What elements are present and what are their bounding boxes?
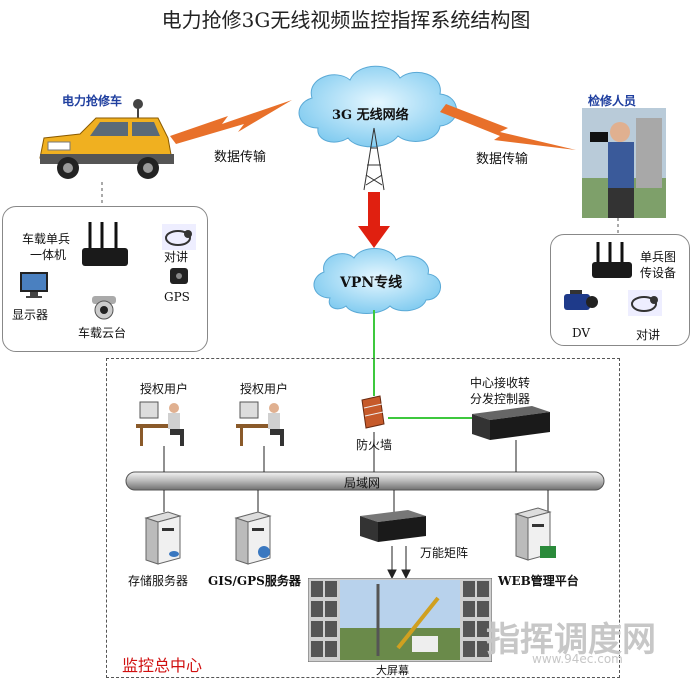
watermark-text: 指挥调度网 [486,620,656,660]
ptz-camera-icon [92,296,116,320]
firewall-label: 防火墙 [356,438,393,452]
inspector-label: 检修人员 [588,94,637,108]
matrix-to-screen-arrows [387,546,411,580]
data-transfer-left-label: 数据传输 [214,150,267,165]
single-unit-label-2: 传设备 [640,266,677,280]
gps-label: GPS [164,290,190,304]
user-1-workstation-icon [136,401,184,446]
web-label: WEB管理平台 [498,574,579,588]
cloud-vpn-shape [313,248,441,314]
single-unit-icon [592,242,632,278]
display-icon [20,272,48,298]
screen-label: 大屏幕 [376,664,409,677]
user-2-label: 授权用户 [240,382,289,396]
tower-icon [363,127,385,191]
gis-server-icon [234,511,272,565]
receiver-device-icon [472,406,550,440]
receiver-label-2: 分发控制器 [470,392,531,406]
intercom-left-label: 对讲 [164,250,189,264]
intercom-left-icon [162,224,196,250]
lightning-right-icon [440,104,576,150]
gis-label: GIS/GPS服务器 [208,574,301,588]
down-arrow-icon [358,192,390,248]
dv-camera-icon [564,290,598,310]
cloud-vpn-label: VPN专线 [340,275,403,291]
display-label: 显示器 [12,308,49,322]
vehicle-unit-icon [82,222,128,266]
storage-server-icon [144,511,182,565]
vehicle-unit-label-2: 一体机 [30,248,67,262]
matrix-device-icon [360,510,426,542]
inspector-photo [582,108,666,218]
gps-icon [170,268,188,284]
matrix-label: 万能矩阵 [420,546,469,560]
cloud-3g-shape [298,65,457,148]
big-screen-icon [308,578,492,662]
firewall-icon [361,395,385,429]
user-1-label: 授权用户 [140,382,189,396]
intercom-right-icon [628,290,662,316]
lan-pipe [125,471,605,491]
receiver-label-1: 中心接收转 [470,376,531,390]
user-2-workstation-icon [236,401,284,446]
lan-label: 局域网 [344,476,381,490]
monitoring-center-boundary [106,358,620,678]
data-transfer-right-label: 数据传输 [476,152,529,167]
monitoring-center-label: 监控总中心 [122,656,203,675]
diagram-title: 电力抢修3G无线视频监控指挥系统结构图 [161,8,531,32]
vehicle-unit-label-1: 车载单兵 [22,232,71,246]
vehicle-icon [39,99,174,179]
single-unit-label-1: 单兵图 [640,250,677,264]
lightning-left-icon [170,100,292,144]
cloud-3g-label: 3G 无线网络 [332,108,409,123]
web-server-icon [514,507,556,561]
intercom-right-label: 对讲 [636,328,661,342]
dv-label: DV [572,326,591,340]
watermark-url: www.94ec.com [532,652,623,666]
ptz-label: 车载云台 [78,326,127,340]
vehicle-label: 电力抢修车 [62,94,123,108]
storage-label: 存储服务器 [128,574,189,588]
